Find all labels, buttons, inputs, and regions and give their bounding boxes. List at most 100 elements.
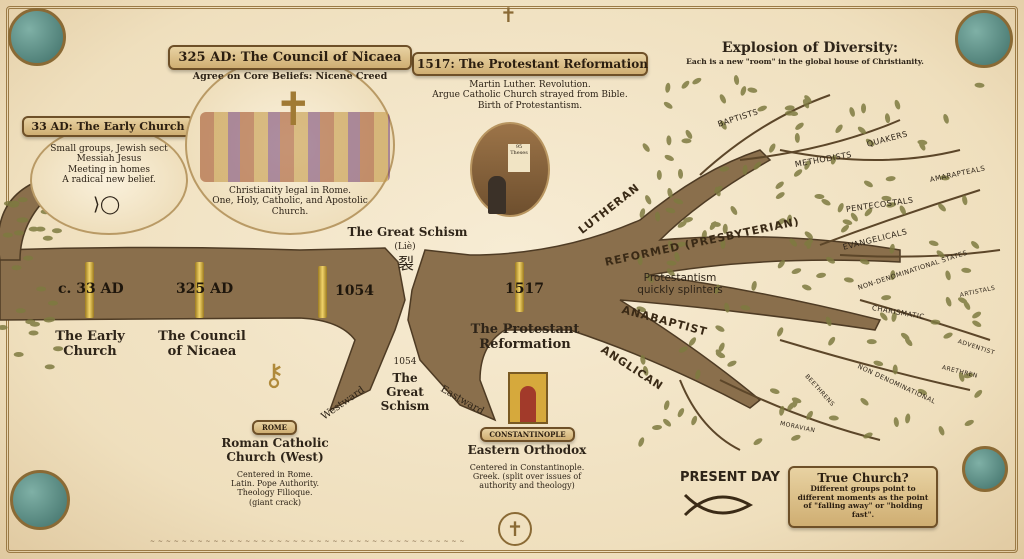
leaf bbox=[664, 154, 674, 161]
leaf bbox=[802, 99, 810, 109]
leaf bbox=[655, 211, 661, 222]
leaf bbox=[53, 346, 64, 352]
leaf bbox=[45, 316, 56, 322]
leaf bbox=[691, 415, 698, 426]
ichthys-fish-icon bbox=[683, 493, 754, 517]
leaf bbox=[674, 252, 680, 262]
leaf bbox=[804, 231, 813, 239]
leaf bbox=[733, 75, 740, 85]
constantinople-tag: CONSTANTINOPLE bbox=[480, 427, 575, 442]
leaf bbox=[44, 364, 55, 370]
leaf bbox=[789, 238, 798, 247]
cross-icon: ✝ bbox=[500, 3, 517, 27]
leaf bbox=[714, 186, 721, 197]
leaf bbox=[677, 168, 684, 179]
leaf bbox=[663, 101, 673, 109]
leaf bbox=[963, 372, 974, 379]
leaf bbox=[701, 230, 707, 241]
leaf bbox=[740, 86, 747, 96]
leaf bbox=[685, 129, 693, 139]
text-line: (giant crack) bbox=[248, 497, 301, 507]
leaf bbox=[964, 419, 974, 427]
schism-character: 裂 bbox=[397, 254, 414, 273]
early-church-banner: 33 AD: The Early Church bbox=[22, 116, 194, 137]
leaf bbox=[861, 103, 867, 114]
text-line: Latin. Pope Authority. bbox=[230, 479, 320, 489]
leaf bbox=[722, 223, 728, 234]
leaf bbox=[747, 87, 758, 93]
leaf bbox=[945, 270, 951, 281]
text-line: One, Holy, Catholic, and Apostolic bbox=[212, 196, 368, 207]
leaf bbox=[881, 195, 892, 201]
text-line: Birth of Protestantism. bbox=[477, 100, 583, 111]
nicaea-label: The Council of Nicaea bbox=[158, 329, 246, 359]
leaf bbox=[791, 268, 802, 275]
leaf bbox=[51, 228, 62, 234]
leaf bbox=[905, 413, 911, 424]
leaf bbox=[804, 160, 811, 170]
text-line: Messiah Jesus bbox=[76, 154, 142, 165]
true-church-scroll: True Church? Different groups point to d… bbox=[788, 466, 938, 528]
leaf bbox=[718, 342, 725, 352]
leaf bbox=[917, 388, 928, 396]
timeline-band bbox=[318, 266, 327, 318]
early-church-label: The Early Church bbox=[55, 329, 125, 359]
trunk-east bbox=[407, 149, 901, 422]
leaf bbox=[794, 132, 800, 143]
leaf bbox=[678, 346, 688, 353]
globe-icon bbox=[955, 10, 1013, 68]
leaf bbox=[666, 135, 672, 146]
leaf bbox=[17, 197, 28, 203]
leaf bbox=[825, 316, 832, 327]
leaf bbox=[881, 295, 892, 301]
leaf bbox=[919, 141, 926, 151]
papal-keys-icon: ⚷ bbox=[263, 358, 285, 393]
leaf bbox=[806, 238, 812, 249]
timeline-band bbox=[85, 262, 94, 318]
leaf bbox=[751, 280, 757, 291]
leaf bbox=[804, 95, 812, 104]
rome-tag: ROME bbox=[252, 420, 297, 435]
luther-door-illustration: 95 Theses bbox=[470, 122, 550, 217]
leaf bbox=[688, 337, 697, 346]
leaf bbox=[930, 319, 941, 325]
leaf bbox=[639, 208, 646, 218]
leaf bbox=[769, 388, 780, 394]
leaf bbox=[962, 195, 968, 206]
leaf bbox=[742, 164, 748, 175]
diversity-title: Explosion of Diversity: bbox=[721, 40, 899, 56]
leaf bbox=[891, 311, 897, 322]
leaf bbox=[775, 181, 784, 189]
globe-icon bbox=[8, 8, 66, 66]
year-marker-1054: 1054 bbox=[335, 283, 374, 299]
leaf bbox=[724, 302, 730, 313]
present-day-label: PRESENT DAY bbox=[680, 470, 780, 485]
christ-icon-painting bbox=[508, 372, 548, 424]
reformation-banner: 1517: The Protestant Reformation bbox=[412, 52, 648, 76]
schism-lower-year: 1054 bbox=[393, 357, 417, 367]
leaf bbox=[826, 256, 835, 264]
leaf bbox=[642, 143, 650, 152]
timeline-band bbox=[515, 262, 524, 312]
leaf bbox=[665, 82, 671, 93]
leaf bbox=[900, 332, 910, 340]
leaf bbox=[753, 161, 762, 170]
leaf bbox=[666, 268, 675, 277]
nicaea-subtitle: Agree on Core Beliefs: Nicene Creed bbox=[192, 71, 388, 82]
leaf bbox=[859, 258, 870, 265]
bishops-illustration bbox=[200, 112, 390, 182]
leaf bbox=[656, 170, 662, 181]
95-theses-notice: 95 Theses bbox=[508, 144, 530, 172]
diversity-subtitle: Each is a new "room" in the global house… bbox=[686, 57, 924, 66]
leaf bbox=[730, 206, 738, 215]
eastern-orthodox-description: Centered in Constantinople. Greek. (spli… bbox=[447, 463, 607, 491]
leaf bbox=[719, 94, 727, 104]
leaf bbox=[945, 296, 952, 307]
splinter-note: Protestantism quickly splinters bbox=[637, 272, 723, 297]
leaf bbox=[879, 312, 888, 321]
year-marker-33: c. 33 AD bbox=[58, 281, 124, 297]
true-church-answer: Different groups point to different mome… bbox=[797, 484, 929, 519]
leaf bbox=[864, 208, 873, 217]
leaf bbox=[2, 232, 13, 238]
leaf bbox=[11, 265, 22, 271]
